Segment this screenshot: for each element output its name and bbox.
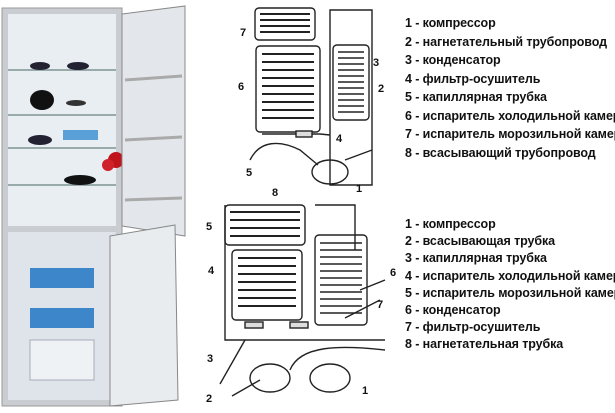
callout-2: 2 (378, 83, 384, 95)
callout-6: 6 (238, 81, 244, 93)
legend-item: 7 - фильтр-осушитель (405, 320, 541, 335)
fridge-photo (1, 5, 186, 407)
callout-1: 1 (356, 183, 362, 195)
diagram-bottom (219, 204, 386, 397)
callout-2: 2 (206, 393, 212, 405)
legend-item: 5 - капиллярная трубка (405, 90, 547, 104)
legend-item: 7 - испаритель морозильной камеры (405, 127, 615, 141)
legend-item: 3 - конденсатор (405, 53, 501, 67)
legend-item: 3 - капиллярная трубка (405, 251, 547, 266)
diagram-top (249, 7, 373, 186)
callout-6: 6 (390, 267, 396, 279)
legend-item: 1 - компрессор (405, 217, 496, 231)
legend-item: 1 - компрессор (405, 16, 496, 30)
legend-item: 2 - всасывающая трубка (405, 234, 555, 249)
callout-4: 4 (208, 265, 215, 277)
callout-3: 3 (373, 57, 379, 69)
legend-item: 4 - испаритель холодильной камеры (405, 268, 615, 283)
callout-5: 5 (206, 221, 212, 233)
legend-item: 6 - испаритель холодильной камеры (405, 108, 615, 123)
callout-1: 1 (362, 385, 368, 397)
diagram-top-callouts: 1 2 3 4 5 6 7 8 (238, 27, 384, 199)
legend-item: 5 - испаритель морозильной камеры (405, 285, 615, 300)
callout-7: 7 (240, 27, 246, 39)
legend-top: 1 - компрессор 2 - нагнетательный трубоп… (405, 14, 615, 162)
legend-item: 8 - нагнетательная трубка (405, 337, 564, 352)
legend-item: 8 - всасывающий трубопровод (405, 145, 596, 160)
callout-5: 5 (246, 167, 252, 179)
legend-bottom: 1 - компрессор 2 - всасывающая трубка 3 … (405, 216, 615, 354)
legend-item: 6 - конденсатор (405, 303, 501, 318)
diagram-bottom-callouts: 1 2 3 4 5 6 7 (206, 221, 396, 405)
callout-3: 3 (207, 353, 213, 365)
legend-item: 4 - фильтр-осушитель (405, 71, 541, 86)
callout-8: 8 (272, 187, 278, 199)
callout-7: 7 (377, 299, 383, 311)
legend-item: 2 - нагнетательный трубопровод (405, 34, 607, 49)
callout-4: 4 (336, 133, 343, 145)
